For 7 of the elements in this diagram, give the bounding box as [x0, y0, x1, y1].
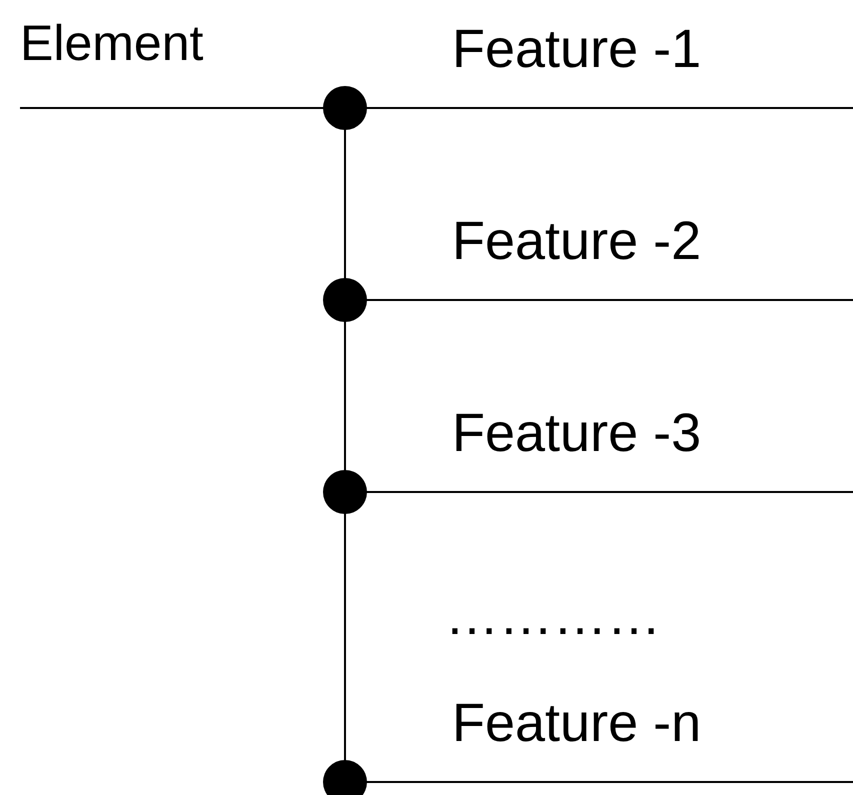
ellipsis-text: ………… [445, 585, 661, 647]
label-text: Feature -n [452, 692, 702, 754]
label-text: Feature -1 [452, 18, 702, 80]
label-text: Feature -2 [452, 210, 702, 272]
label-text: Element [20, 14, 204, 72]
connector-line [323, 86, 367, 130]
label-text: Feature -3 [452, 402, 702, 464]
